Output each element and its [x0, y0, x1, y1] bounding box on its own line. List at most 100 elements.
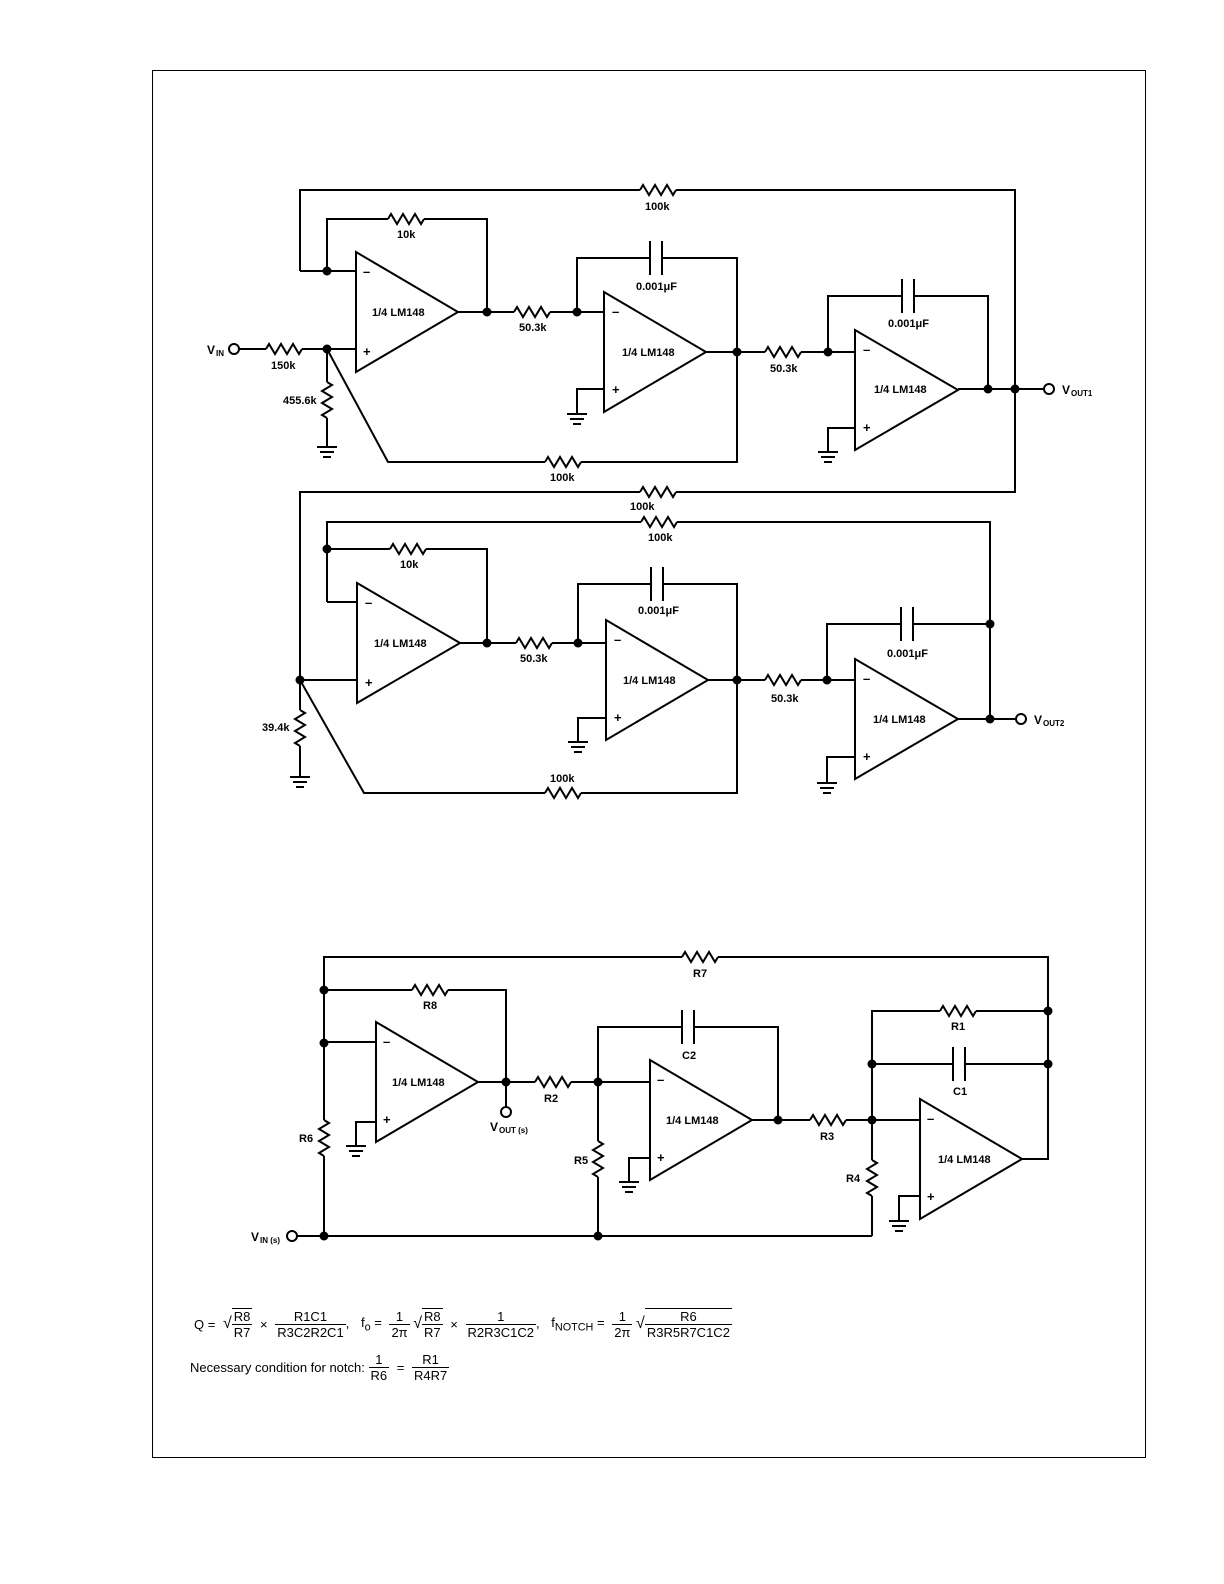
- opamp-b3: – + 1/4 LM148: [854, 657, 960, 781]
- opamp-b2: – + 1/4 LM148: [605, 618, 710, 742]
- svg-text:OUT2: OUT2: [1043, 719, 1065, 728]
- page-frame: [152, 70, 1146, 1458]
- svg-text:+: +: [927, 1189, 935, 1204]
- label-c-r3: R3: [820, 1131, 834, 1143]
- label-c-r1: R1: [951, 1021, 965, 1033]
- resistor-c-r5: [591, 1140, 605, 1178]
- label-a-100k-bottom: 100k: [550, 472, 575, 484]
- svg-text:IN: IN: [216, 349, 224, 358]
- vin-terminal: [228, 343, 240, 355]
- svg-text:–: –: [612, 304, 619, 319]
- svg-text:+: +: [657, 1150, 665, 1165]
- label-a-10k: 10k: [397, 229, 416, 241]
- opamp-a3: – + 1/4 LM148: [854, 328, 960, 452]
- svg-text:1/4 LM148: 1/4 LM148: [372, 307, 425, 319]
- resistor-c-r4: [865, 1159, 879, 1197]
- label-c-r4: R4: [846, 1173, 861, 1185]
- resistor-a-100k-top: [639, 183, 677, 197]
- label-c-r2: R2: [544, 1093, 558, 1105]
- svg-text:IN (s): IN (s): [260, 1236, 280, 1245]
- vout1-terminal: [1043, 383, 1055, 395]
- svg-text:1/4 LM148: 1/4 LM148: [392, 1077, 445, 1089]
- resistor-b-100k-top: [640, 515, 678, 529]
- opamp-c2: – + 1/4 LM148: [649, 1058, 754, 1182]
- label-c-r5: R5: [574, 1155, 588, 1167]
- label-b-c1: 0.001μF: [638, 605, 679, 617]
- resistor-c-r7: [681, 950, 719, 964]
- svg-text:V: V: [1062, 383, 1070, 397]
- opamp-c1: – + 1/4 LM148: [375, 1020, 480, 1144]
- svg-text:V: V: [251, 1230, 259, 1244]
- label-a-503k-1: 50.3k: [519, 322, 547, 334]
- label-a-150k: 150k: [271, 360, 296, 372]
- svg-text:+: +: [365, 675, 373, 690]
- svg-text:OUT1: OUT1: [1071, 389, 1093, 398]
- resistor-b-100k-link: [639, 485, 677, 499]
- label-c-c1: C1: [953, 1086, 967, 1098]
- svg-text:–: –: [383, 1034, 390, 1049]
- resistor-c-r8: [411, 983, 449, 997]
- svg-text:+: +: [383, 1112, 391, 1127]
- svg-text:1/4 LM148: 1/4 LM148: [874, 384, 927, 396]
- label-a-c1: 0.001μF: [636, 281, 677, 293]
- resistor-c-r6: [317, 1119, 331, 1157]
- resistor-a-503k-2: [764, 345, 802, 359]
- svg-text:1/4 LM148: 1/4 LM148: [873, 714, 926, 726]
- resistor-b-503k-1: [515, 636, 553, 650]
- resistor-b-503k-2: [764, 673, 802, 687]
- resistor-a-100k-bottom: [544, 455, 582, 469]
- label-b-100k-bottom: 100k: [550, 773, 575, 785]
- resistor-a-150k: [265, 342, 303, 356]
- opamp-a1: – + 1/4 LM148: [355, 250, 460, 374]
- svg-text:1/4 LM148: 1/4 LM148: [622, 347, 675, 359]
- label-a-100k-top: 100k: [645, 201, 670, 213]
- svg-text:1/4 LM148: 1/4 LM148: [623, 675, 676, 687]
- svg-text:–: –: [365, 595, 372, 610]
- label-c-c2: C2: [682, 1050, 696, 1062]
- resistor-a-10k: [387, 212, 425, 226]
- vout2-terminal: [1015, 713, 1027, 725]
- svg-text:V: V: [207, 343, 215, 357]
- label-b-100k-top: 100k: [648, 532, 673, 544]
- svg-text:+: +: [863, 749, 871, 764]
- resistor-b-100k-bottom: [544, 786, 582, 800]
- resistor-b-10k: [389, 542, 427, 556]
- label-a-c2: 0.001μF: [888, 318, 929, 330]
- svg-text:+: +: [363, 344, 371, 359]
- label-b-503k-2: 50.3k: [771, 693, 799, 705]
- label-b-c2: 0.001μF: [887, 648, 928, 660]
- label-c-r7: R7: [693, 968, 707, 980]
- circuit-a: – + 1/4 LM148 – + 1/4 LM148 – + 1/4 LM14…: [207, 183, 1093, 484]
- svg-text:V: V: [490, 1120, 498, 1134]
- circuit-b: 100k – + 1/4 LM148 – + 1/4 LM148 – + 1/4…: [262, 389, 1065, 800]
- resistor-a-503k-1: [513, 305, 551, 319]
- opamp-c3: – + 1/4 LM148: [919, 1097, 1024, 1221]
- svg-text:–: –: [863, 671, 870, 686]
- resistor-b-394k: [293, 709, 307, 747]
- svg-text:+: +: [614, 710, 622, 725]
- label-b-100k-link: 100k: [630, 501, 655, 513]
- svg-text:–: –: [363, 264, 370, 279]
- svg-text:1/4 LM148: 1/4 LM148: [374, 638, 427, 650]
- label-a-455k: 455.6k: [283, 395, 318, 407]
- label-a-503k-2: 50.3k: [770, 363, 798, 375]
- svg-text:+: +: [863, 420, 871, 435]
- opamp-b1: – + 1/4 LM148: [356, 581, 462, 705]
- svg-text:–: –: [614, 632, 621, 647]
- svg-text:–: –: [863, 342, 870, 357]
- svg-text:+: +: [612, 382, 620, 397]
- resistor-a-455k: [320, 381, 334, 419]
- svg-text:–: –: [657, 1072, 664, 1087]
- label-b-394k: 39.4k: [262, 722, 290, 734]
- opamp-a2: – + 1/4 LM148: [603, 290, 708, 414]
- svg-text:V: V: [1034, 713, 1042, 727]
- label-c-r6: R6: [299, 1133, 313, 1145]
- circuit-c: – + 1/4 LM148 – + 1/4 LM148 – + 1/4 LM14…: [251, 950, 1053, 1245]
- resistor-c-r1: [939, 1004, 977, 1018]
- svg-text:1/4 LM148: 1/4 LM148: [938, 1154, 991, 1166]
- label-b-10k: 10k: [400, 559, 419, 571]
- resistor-c-r3: [809, 1113, 847, 1127]
